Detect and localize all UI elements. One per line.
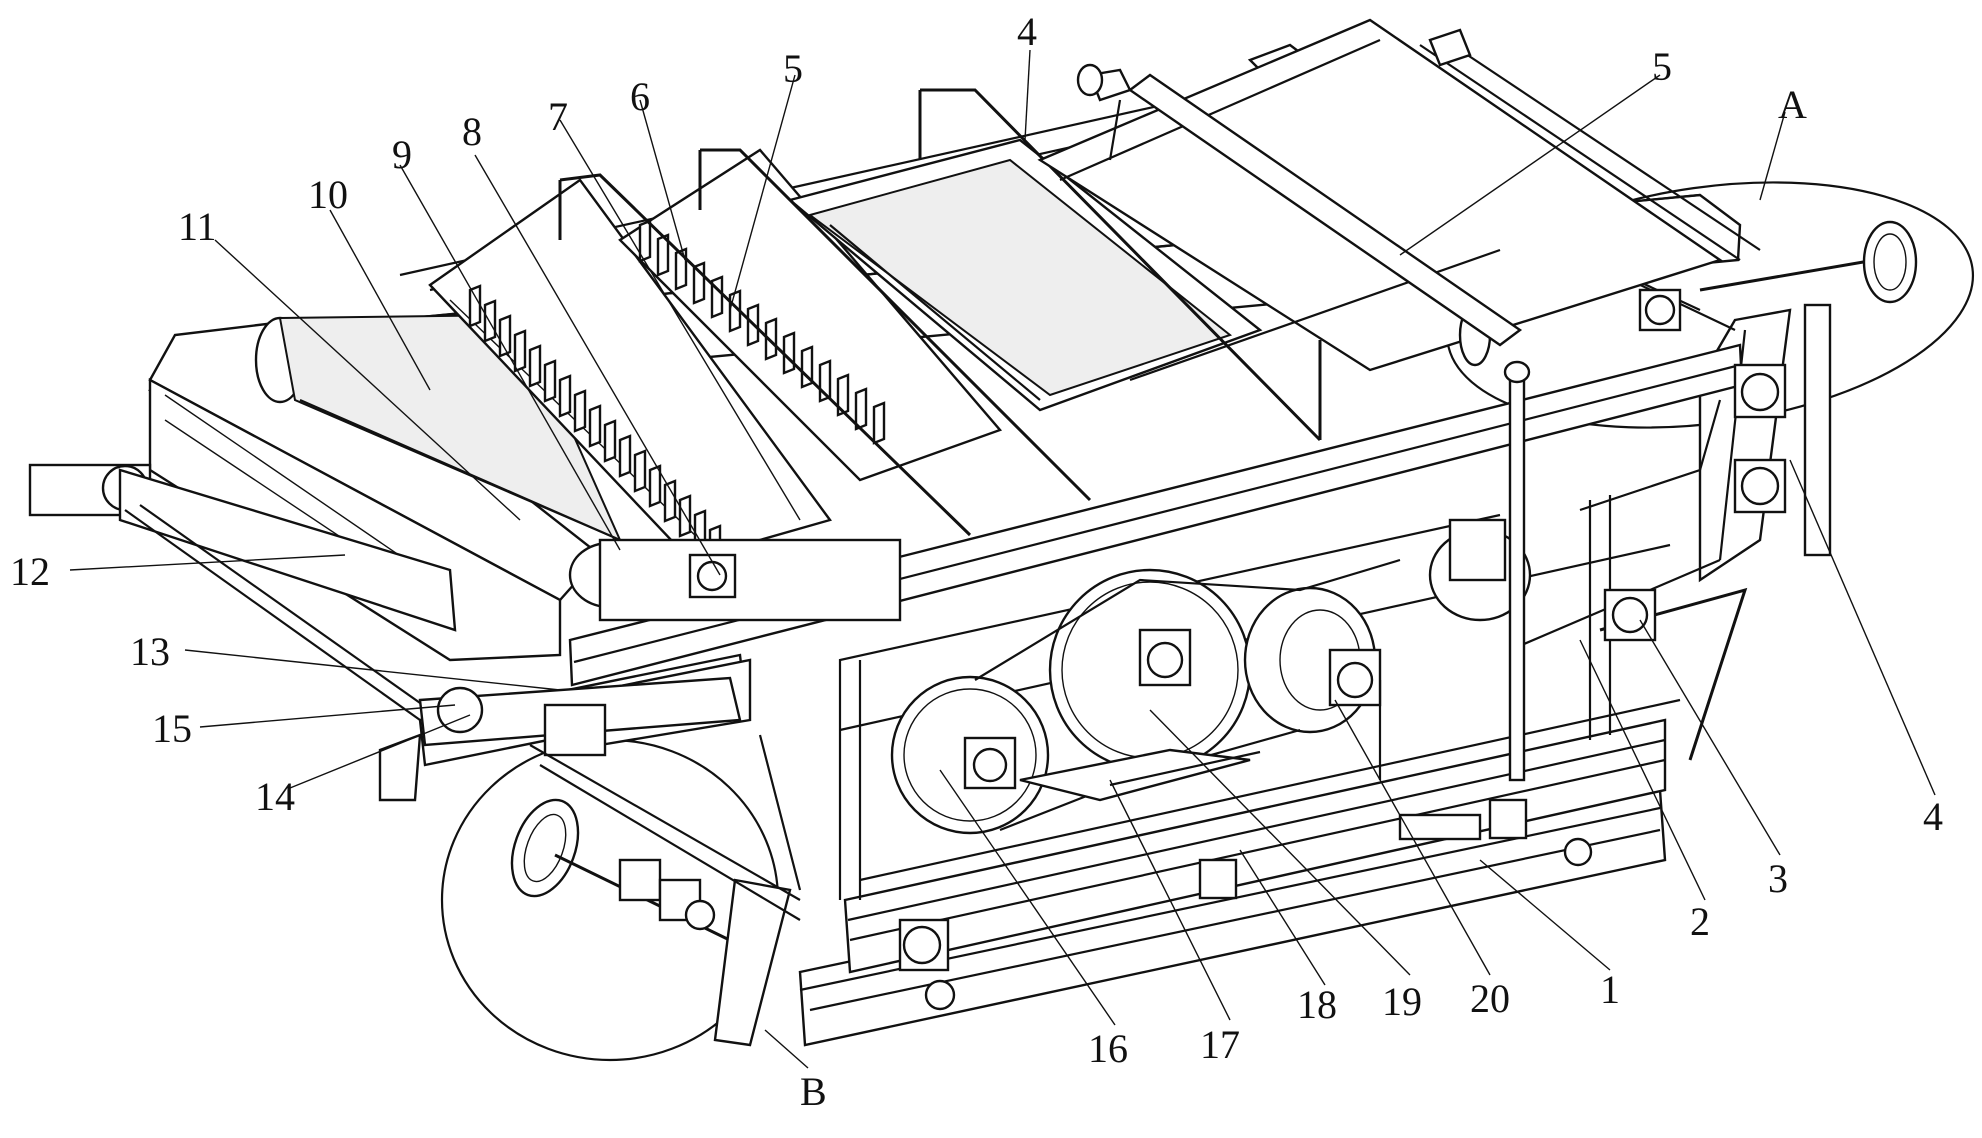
callout-18: 16 bbox=[1088, 1026, 1128, 1071]
roller-22 bbox=[1243, 586, 1382, 734]
callout-20: 18 bbox=[1297, 982, 1337, 1027]
callout-11: 9 bbox=[392, 132, 412, 177]
callout-a: A bbox=[1778, 82, 1807, 127]
callout-19: 17 bbox=[1200, 1022, 1240, 1067]
comb-tooth bbox=[558, 374, 572, 418]
callout-5: 5 bbox=[1652, 44, 1672, 89]
callout-labels: 4 5 A 5 6 7 8 9 10 11 12 13 15 14 16 17 … bbox=[10, 9, 1943, 1114]
comb-tooth bbox=[513, 329, 527, 373]
comb-tooth bbox=[483, 299, 497, 343]
chain-belt bbox=[974, 558, 1401, 832]
callout-14: 12 bbox=[10, 549, 50, 594]
callout-16: 14 bbox=[255, 774, 295, 819]
sprocket-21 bbox=[1048, 568, 1252, 772]
comb-tooth bbox=[663, 479, 677, 523]
vertical-rod bbox=[1503, 360, 1531, 782]
callout-8: 6 bbox=[630, 74, 650, 119]
handwheel-a bbox=[1638, 220, 1918, 557]
callout-15: 13 bbox=[130, 629, 170, 674]
comb-tooth bbox=[528, 344, 542, 388]
sprocket-18 bbox=[890, 675, 1050, 835]
roller-2 bbox=[1428, 518, 1657, 642]
handwheel-b bbox=[510, 734, 802, 1047]
callout-13: 11 bbox=[178, 204, 217, 249]
leader-lines bbox=[69, 49, 1936, 1069]
comb-tooth bbox=[633, 449, 647, 493]
comb-7 bbox=[618, 148, 1003, 482]
callout-3-text: 3 bbox=[1768, 856, 1788, 901]
comb-tooth bbox=[618, 434, 632, 478]
comb-tooth bbox=[498, 314, 512, 358]
comb-tooth bbox=[543, 359, 557, 403]
callout-2: 2 bbox=[1690, 899, 1710, 944]
callout-10: 8 bbox=[462, 109, 482, 154]
comb-tooth bbox=[764, 317, 778, 361]
callout-21: 19 bbox=[1382, 979, 1422, 1024]
callout-6: 4 bbox=[1017, 9, 1037, 54]
callout-12: 10 bbox=[308, 172, 348, 217]
comb-tooth bbox=[782, 331, 796, 375]
comb-tooth bbox=[872, 401, 886, 445]
base-frame bbox=[798, 718, 1667, 1047]
comb-tooth bbox=[573, 389, 587, 433]
callout-22: 20 bbox=[1470, 976, 1510, 1021]
comb-tooth bbox=[588, 404, 602, 448]
comb-teeth-left bbox=[468, 284, 737, 583]
callout-9: 7 bbox=[548, 94, 568, 139]
center-tray bbox=[558, 88, 1322, 537]
comb-tooth bbox=[468, 284, 482, 328]
roller-5 bbox=[1037, 18, 1723, 382]
callout-7: 5 bbox=[783, 46, 803, 91]
comb-tooth bbox=[854, 387, 868, 431]
comb-tooth bbox=[836, 373, 850, 417]
callout-4: 4 bbox=[1923, 794, 1943, 839]
comb-tooth bbox=[648, 464, 662, 508]
comb-tooth bbox=[710, 275, 724, 319]
comb-tooth bbox=[603, 419, 617, 463]
callout-17: 15 bbox=[152, 706, 192, 751]
callout-1-text: 1 bbox=[1600, 967, 1620, 1012]
callout-b: B bbox=[800, 1069, 827, 1114]
left-drive bbox=[378, 538, 902, 802]
